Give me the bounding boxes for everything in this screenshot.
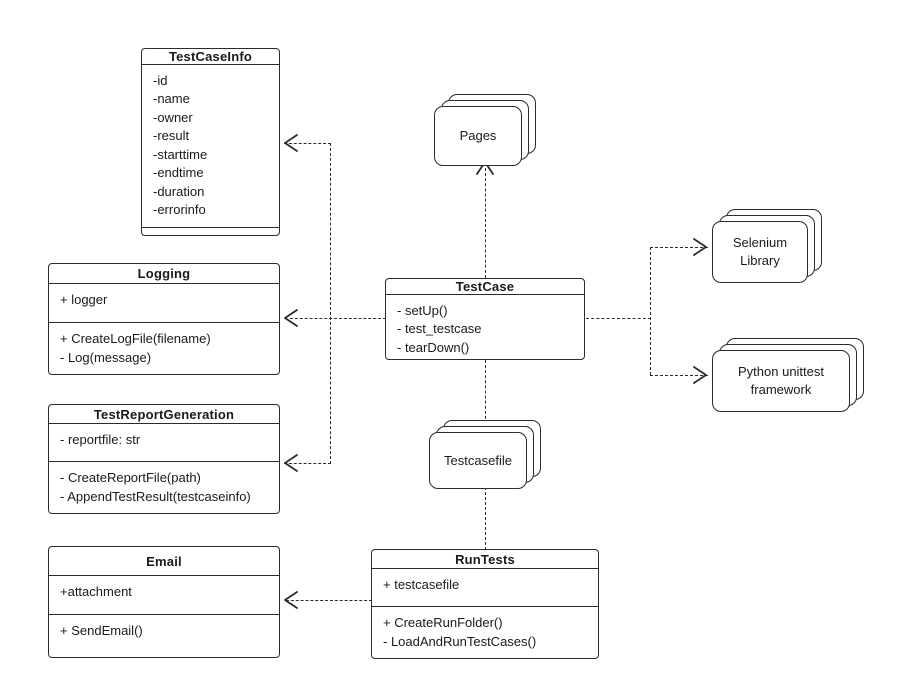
class-attributes-logging: + logger bbox=[49, 284, 279, 322]
package-sheet-front: Testcasefile bbox=[429, 432, 527, 489]
attribute: + logger bbox=[60, 292, 108, 308]
class-attributes-testreportgeneration: - reportfile: str bbox=[49, 424, 279, 461]
method: - test_testcase bbox=[397, 321, 482, 337]
connector-to-testcaseinfo bbox=[284, 143, 331, 144]
connector-left-trunk bbox=[330, 143, 331, 464]
class-title-email: Email bbox=[49, 547, 279, 576]
connector-runtests-to-email bbox=[286, 600, 372, 601]
class-methods-testcaseinfo bbox=[142, 226, 279, 242]
class-methods-email: + SendEmail() bbox=[49, 614, 279, 657]
attribute: +attachment bbox=[60, 584, 132, 599]
package-label-testcasefile: Testcasefile bbox=[444, 452, 512, 468]
method: + CreateRunFolder() bbox=[383, 615, 503, 631]
class-runtests[interactable]: RunTests + testcasefile + CreateRunFolde… bbox=[371, 549, 599, 659]
attribute: -owner bbox=[153, 109, 193, 125]
attribute: -name bbox=[153, 91, 190, 107]
attribute: - reportfile: str bbox=[60, 432, 141, 448]
package-sheet-front: Pages bbox=[434, 106, 522, 166]
connector-to-unittest bbox=[650, 375, 708, 376]
connector-testcase-to-pages bbox=[485, 168, 486, 278]
package-pages[interactable]: Pages bbox=[434, 94, 536, 168]
package-label-python-unittest-framework: Python unittest framework bbox=[738, 364, 824, 397]
class-title-logging: Logging bbox=[49, 264, 279, 285]
connector-testcase-right-stub bbox=[586, 318, 651, 319]
class-title-testcaseinfo: TestCaseInfo bbox=[142, 49, 279, 65]
class-testcaseinfo[interactable]: TestCaseInfo -id -name -owner -result -s… bbox=[141, 48, 280, 236]
class-attributes-email: +attachment bbox=[49, 576, 279, 614]
method: + CreateLogFile(filename) bbox=[60, 331, 211, 347]
method: - LoadAndRunTestCases() bbox=[383, 633, 537, 649]
package-label-selenium-library: Selenium Library bbox=[732, 235, 788, 268]
connector-testcasefile-to-runtests bbox=[485, 487, 486, 550]
method: - AppendTestResult(testcaseinfo) bbox=[60, 488, 251, 504]
package-label-pages: Pages bbox=[459, 128, 497, 144]
attribute: -errorinfo bbox=[153, 202, 206, 218]
class-testreportgeneration[interactable]: TestReportGeneration - reportfile: str -… bbox=[48, 404, 280, 514]
method: - CreateReportFile(path) bbox=[60, 470, 201, 486]
attribute: -id bbox=[153, 73, 168, 88]
attribute: + testcasefile bbox=[383, 577, 460, 593]
connector-to-testreportgeneration bbox=[284, 463, 331, 464]
attribute: -endtime bbox=[153, 165, 204, 181]
connector-testcase-to-testcasefile bbox=[485, 360, 486, 429]
package-testcasefile[interactable]: Testcasefile bbox=[429, 420, 541, 492]
class-email[interactable]: Email +attachment + SendEmail() bbox=[48, 546, 280, 658]
class-methods-logging: + CreateLogFile(filename) - Log(message) bbox=[49, 322, 279, 374]
connector-right-trunk bbox=[650, 247, 651, 375]
connector-testcase-left-stub bbox=[290, 318, 386, 319]
class-title-testreportgeneration: TestReportGeneration bbox=[49, 405, 279, 425]
method: - setUp() bbox=[397, 303, 448, 318]
attribute: -result bbox=[153, 128, 190, 144]
method: + SendEmail() bbox=[60, 623, 143, 638]
attribute: -duration bbox=[153, 183, 205, 199]
attribute: -starttime bbox=[153, 146, 208, 162]
class-title-runtests: RunTests bbox=[372, 550, 598, 570]
class-attributes-testcaseinfo: -id -name -owner -result -starttime -end… bbox=[142, 65, 279, 227]
package-selenium-library[interactable]: Selenium Library bbox=[712, 209, 822, 287]
package-sheet-front: Python unittest framework bbox=[712, 350, 850, 412]
connector-to-selenium bbox=[650, 247, 708, 248]
class-testcase[interactable]: TestCase - setUp() - test_testcase - tea… bbox=[385, 278, 585, 360]
method: - tearDown() bbox=[397, 339, 470, 355]
package-python-unittest-framework[interactable]: Python unittest framework bbox=[712, 338, 864, 416]
method: - Log(message) bbox=[60, 349, 152, 365]
class-title-testcase: TestCase bbox=[386, 279, 584, 295]
class-methods-testreportgeneration: - CreateReportFile(path) - AppendTestRes… bbox=[49, 461, 279, 513]
class-logging[interactable]: Logging + logger + CreateLogFile(filenam… bbox=[48, 263, 280, 375]
package-sheet-front: Selenium Library bbox=[712, 221, 808, 283]
class-members-testcase: - setUp() - test_testcase - tearDown() bbox=[386, 295, 584, 364]
class-methods-runtests: + CreateRunFolder() - LoadAndRunTestCase… bbox=[372, 606, 598, 658]
class-attributes-runtests: + testcasefile bbox=[372, 569, 598, 606]
